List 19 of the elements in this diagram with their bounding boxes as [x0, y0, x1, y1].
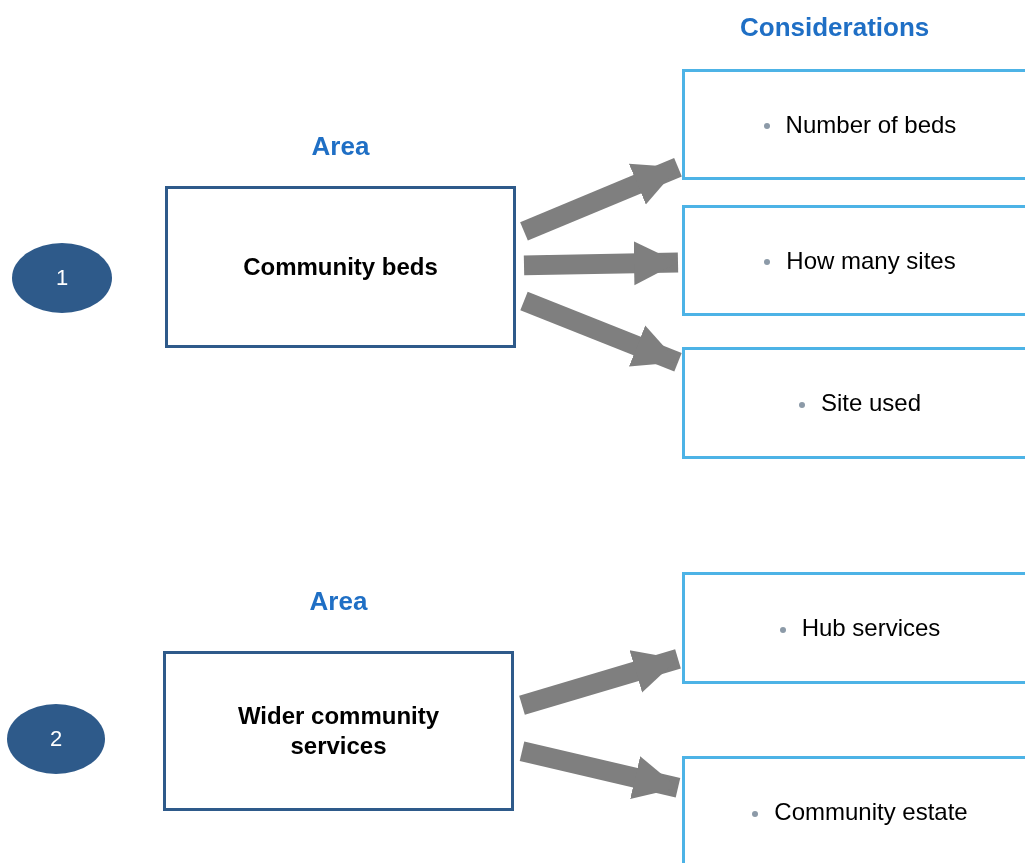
- area-heading: Area: [310, 131, 371, 162]
- area-heading: Area: [308, 586, 369, 617]
- area-title: Wider community services: [236, 701, 441, 761]
- consideration-text: Site used: [820, 389, 922, 416]
- number-ellipse: 2: [7, 704, 105, 774]
- consideration-box: [682, 347, 1025, 459]
- consideration-text: Community estate: [774, 798, 968, 825]
- consideration-box: [682, 572, 1025, 684]
- block-arrow: [520, 291, 682, 372]
- number-ellipse: 1: [12, 243, 112, 313]
- area-title: Community beds: [243, 252, 438, 282]
- consideration-box: [682, 69, 1025, 180]
- consideration-box: [682, 756, 1025, 863]
- consideration-text: Number of beds: [785, 110, 957, 138]
- consideration-text: Hub services: [801, 614, 941, 641]
- consideration-text: How many sites: [786, 246, 956, 274]
- block-arrow: [520, 158, 682, 241]
- column-heading: Considerations: [740, 12, 930, 43]
- consideration-box: [682, 205, 1025, 316]
